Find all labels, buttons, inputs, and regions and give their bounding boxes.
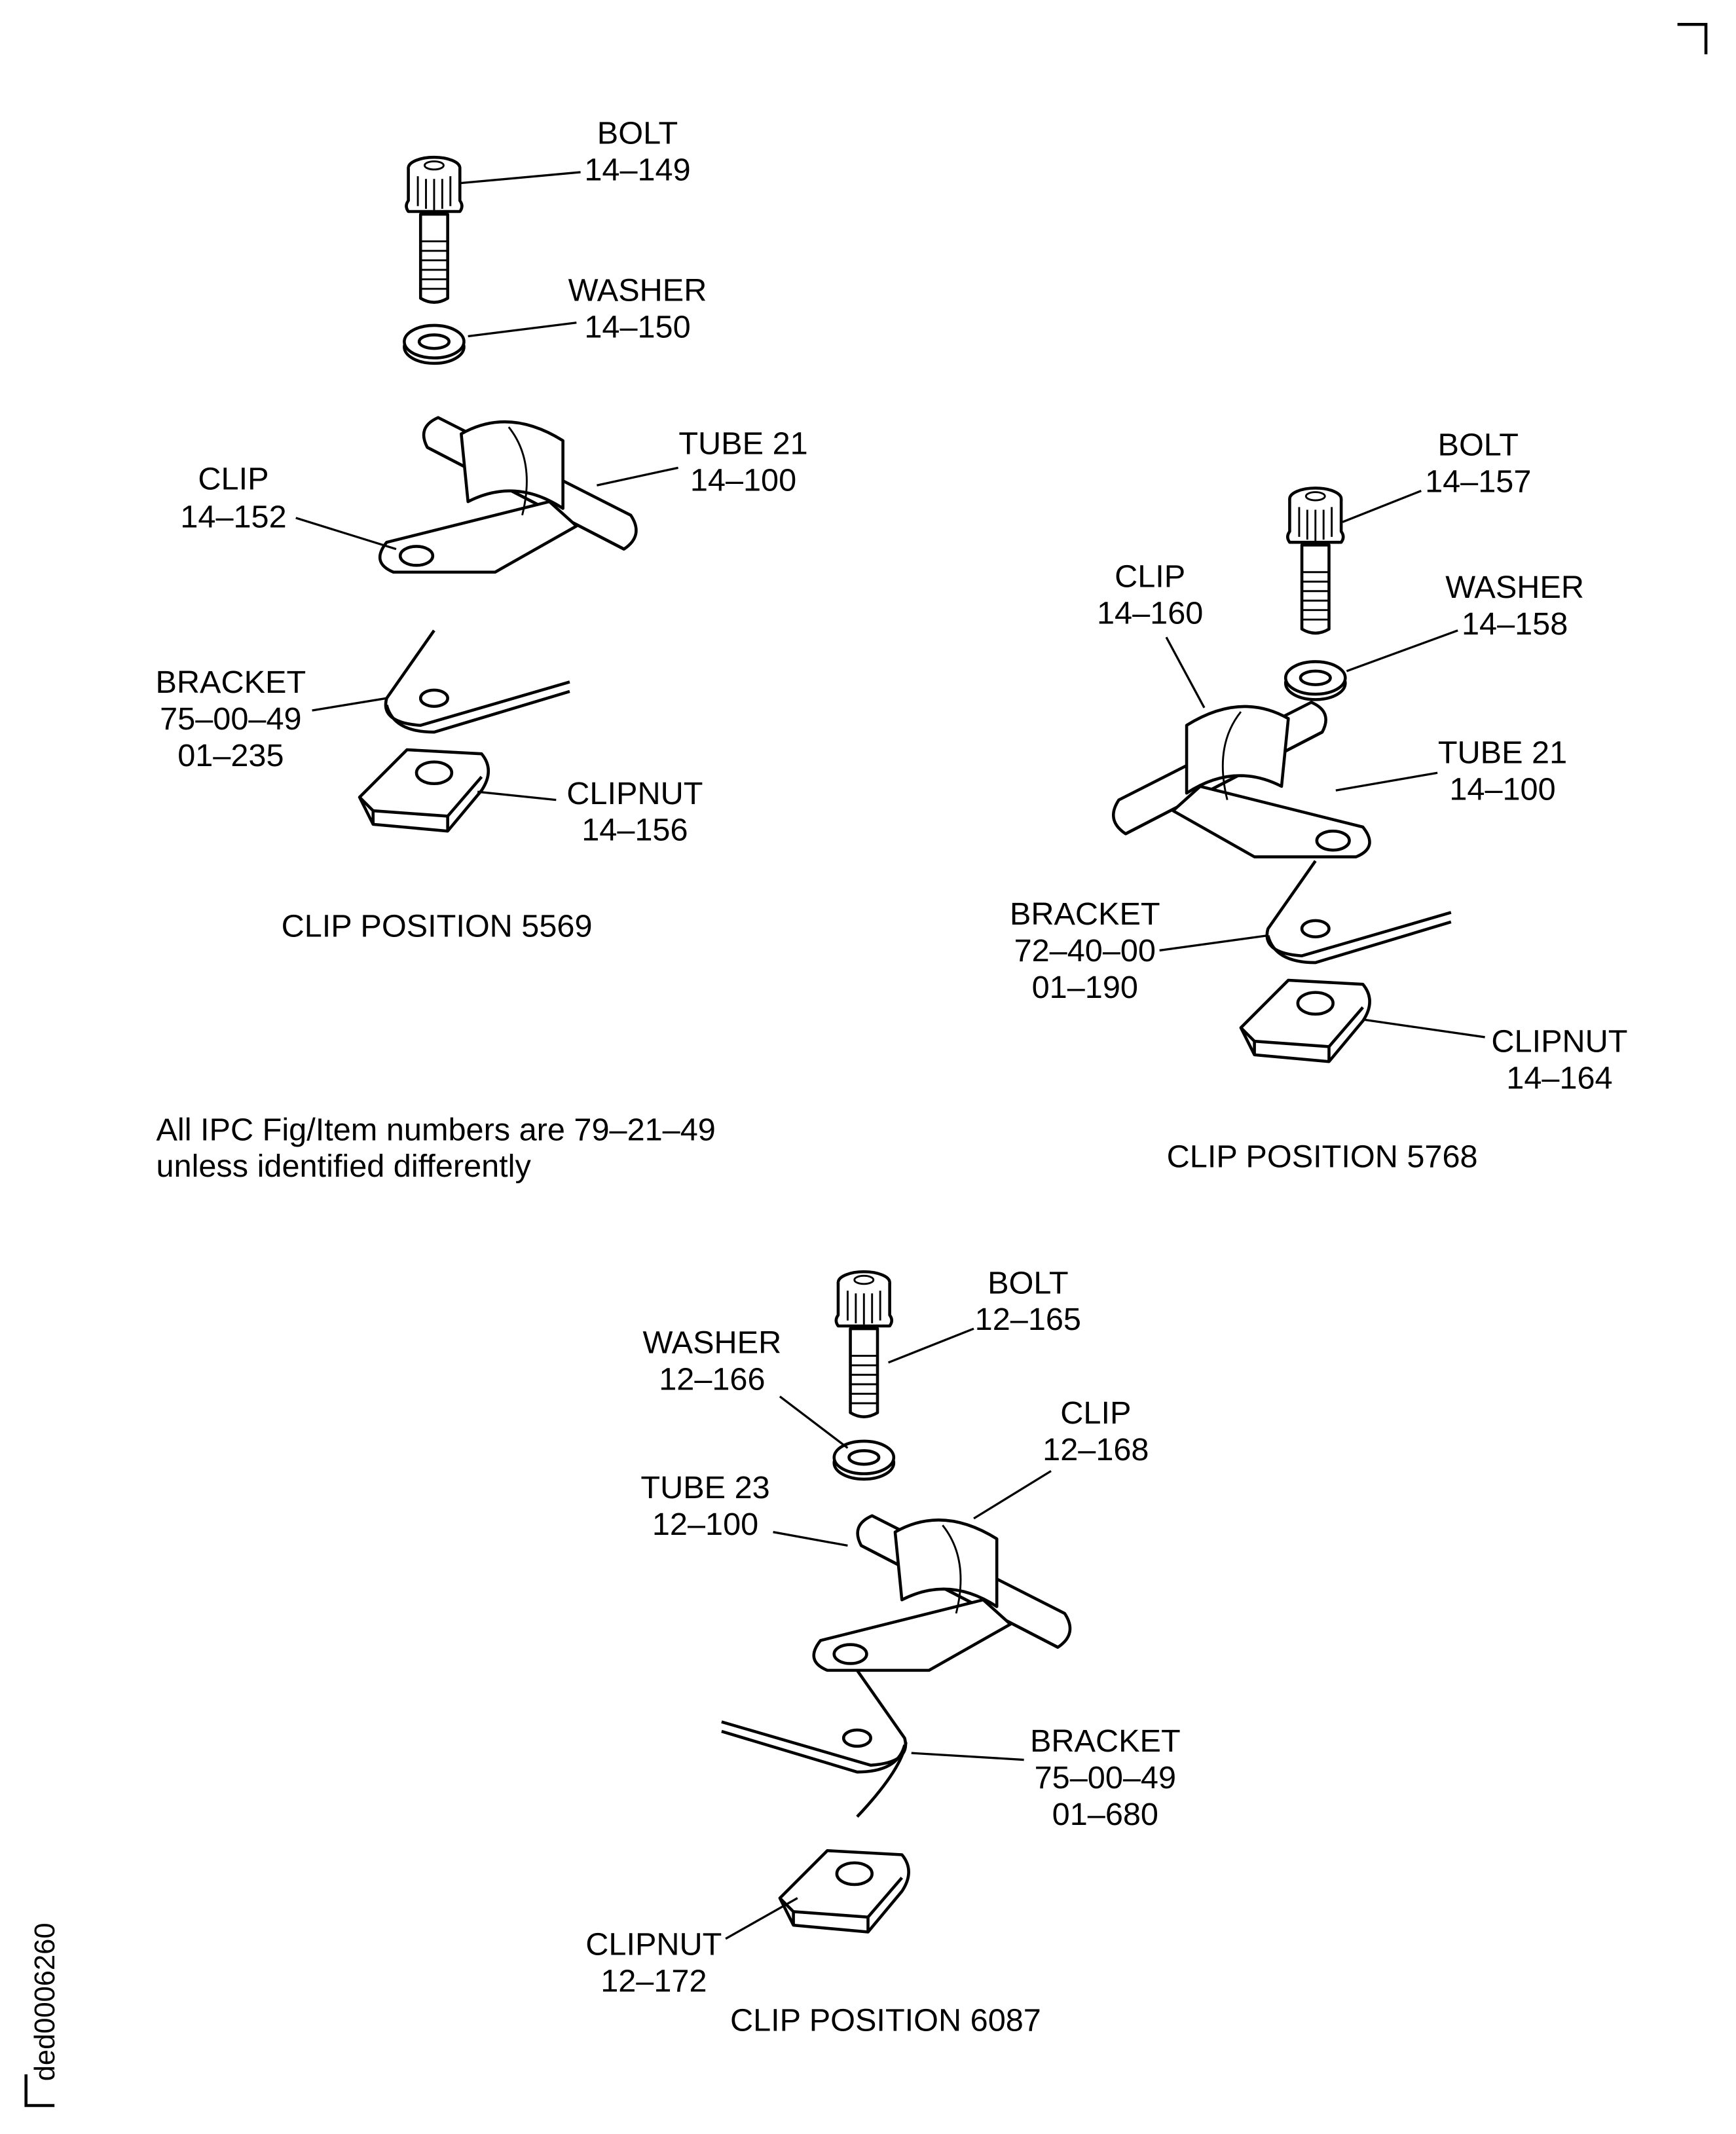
clip-position-6087: BOLT 12–165 WASHER 12–166 CLIP 12–168 TU… — [585, 1265, 1180, 2038]
clip-label: CLIP — [198, 461, 268, 496]
bracket-icon — [722, 1670, 906, 1772]
position-title: CLIP POSITION 6087 — [730, 2003, 1041, 2038]
note-line-2: unless identified differently — [156, 1149, 531, 1184]
bracket-item: 01–680 — [1052, 1797, 1158, 1832]
washer-icon — [1285, 661, 1345, 699]
bracket-ref: 75–00–49 — [160, 701, 301, 737]
bolt-label: BOLT — [1438, 428, 1519, 463]
bracket-item: 01–190 — [1032, 970, 1138, 1005]
bolt-item: 14–149 — [584, 152, 690, 187]
bracket-label: BRACKET — [1030, 1723, 1181, 1759]
clip-tube-icon — [814, 1516, 1070, 1670]
bracket-ref: 72–40–00 — [1014, 933, 1156, 968]
bolt-item: 14–157 — [1425, 464, 1531, 500]
washer-icon — [834, 1441, 894, 1479]
bracket-ref: 75–00–49 — [1035, 1760, 1176, 1795]
washer-icon — [404, 325, 464, 363]
tube-label: TUBE 23 — [640, 1470, 769, 1505]
tube-item: 14–100 — [690, 463, 796, 498]
clip-position-5569: BOLT 14–149 WASHER 14–150 TUBE 21 14–100… — [155, 115, 807, 944]
crop-mark-bottom-left — [24, 2074, 55, 2107]
tube-label: TUBE 21 — [1438, 735, 1567, 771]
clipnut-label: CLIPNUT — [1491, 1024, 1627, 1059]
clip-item: 14–152 — [180, 499, 286, 534]
bracket-item: 01–235 — [177, 738, 284, 773]
bolt-label: BOLT — [597, 115, 678, 151]
bolt-icon — [406, 157, 462, 303]
clip-item: 12–168 — [1043, 1432, 1149, 1467]
clip-item: 14–160 — [1097, 595, 1203, 631]
leader-lines — [1159, 489, 1485, 1039]
bracket-icon — [1267, 861, 1451, 963]
note-line-1: All IPC Fig/Item numbers are 79–21–49 — [156, 1112, 715, 1147]
position-title: CLIP POSITION 5569 — [282, 909, 593, 944]
crop-mark-top-right — [1677, 22, 1708, 54]
clipnut-item: 14–156 — [582, 813, 688, 848]
clipnut-item: 12–172 — [600, 1964, 707, 1999]
position-title: CLIP POSITION 5768 — [1167, 1139, 1478, 1175]
washer-label: WASHER — [1445, 570, 1584, 605]
clipnut-item: 14–164 — [1506, 1061, 1612, 1096]
leader-lines — [295, 171, 678, 801]
bracket-label: BRACKET — [1010, 896, 1160, 932]
clip-tube-icon — [380, 418, 636, 572]
clip-label: CLIP — [1115, 559, 1185, 595]
clipnut-icon — [360, 750, 489, 831]
clip-position-5768: BOLT 14–157 WASHER 14–158 CLIP 14–160 TU… — [1010, 428, 1628, 1175]
bolt-icon — [1287, 488, 1343, 633]
leader-lines — [725, 1327, 1052, 1940]
tube-item: 12–100 — [652, 1507, 758, 1542]
tube-label: TUBE 21 — [678, 426, 807, 462]
clipnut-icon — [1241, 980, 1370, 1061]
washer-item: 12–166 — [659, 1361, 765, 1397]
clip-label: CLIP — [1060, 1395, 1131, 1431]
clipnut-label: CLIPNUT — [566, 776, 703, 811]
bolt-icon — [836, 1272, 892, 1417]
bolt-item: 12–165 — [975, 1302, 1081, 1337]
bolt-label: BOLT — [988, 1265, 1068, 1300]
tube-item: 14–100 — [1449, 772, 1555, 807]
bracket-label: BRACKET — [155, 665, 306, 700]
washer-label: WASHER — [643, 1325, 782, 1360]
washer-item: 14–150 — [584, 310, 690, 345]
bracket-icon — [386, 631, 570, 732]
clipnut-icon — [780, 1850, 909, 1932]
clipnut-label: CLIPNUT — [585, 1927, 722, 1962]
drawing-id: ded0006260 — [29, 1922, 61, 2081]
washer-item: 14–158 — [1462, 606, 1568, 642]
clip-tube-icon — [1113, 703, 1369, 857]
washer-label: WASHER — [568, 273, 707, 308]
